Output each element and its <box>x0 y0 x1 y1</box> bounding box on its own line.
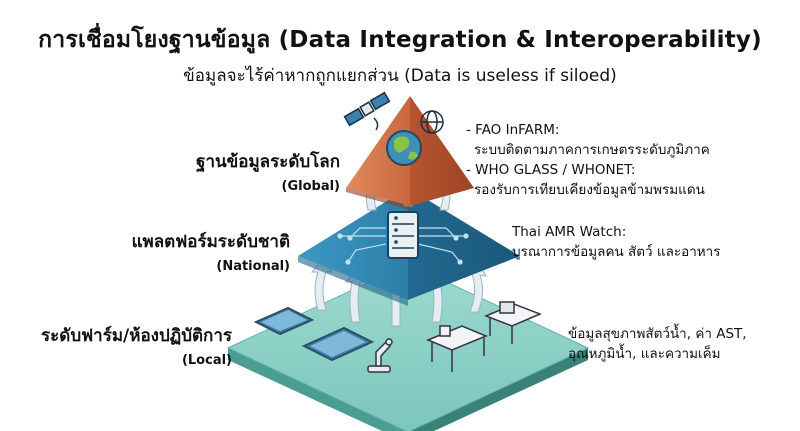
national-label-th: แพลตฟอร์มระดับชาติ <box>131 232 290 252</box>
national-description: Thai AMR Watch: บูรณาการข้อมูลคน สัตว์ แ… <box>512 222 721 262</box>
server-icon <box>387 211 419 259</box>
desk-icon <box>426 301 542 372</box>
wire-globe-icon <box>420 110 444 134</box>
global-desc-line: - WHO GLASS / WHONET: <box>466 162 636 178</box>
global-label-en: (Global) <box>281 179 340 194</box>
middle-tier <box>298 188 520 306</box>
local-label-th: ระดับฟาร์ม/ห้องปฏิบัติการ <box>41 326 232 346</box>
base-tier <box>226 263 590 431</box>
globe-icon <box>386 130 422 166</box>
local-label-en: (Local) <box>181 353 232 368</box>
level-label-local: ระดับฟาร์ม/ห้องปฏิบัติการ (Local) <box>41 322 232 368</box>
top-tier <box>346 96 474 210</box>
local-desc-line: อุณหภูมิน้ำ, และความเค็ม <box>568 346 721 362</box>
local-desc-line: ข้อมูลสุขภาพสัตว์น้ำ, ค่า AST, <box>568 326 747 342</box>
page-subtitle: ข้อมูลจะไร้ค่าหากถูกแยกส่วน (Data is use… <box>183 66 617 86</box>
pond-tank-icon <box>253 306 375 362</box>
page-title: การเชื่อมโยงฐานข้อมูล (Data Integration … <box>38 27 762 53</box>
global-label-th: ฐานข้อมูลระดับโลก <box>196 152 340 172</box>
microscope-icon <box>367 338 393 373</box>
national-label-en: (National) <box>216 259 290 274</box>
level-label-national: แพลตฟอร์มระดับชาติ (National) <box>132 228 290 274</box>
global-description: - FAO InFARM: ระบบติดตามภาคการเกษตรระดับ… <box>466 120 710 200</box>
global-desc-line: - FAO InFARM: <box>466 122 560 138</box>
satellite-icon <box>343 91 391 131</box>
national-desc-line: Thai AMR Watch: <box>512 224 627 240</box>
global-desc-line: รองรับการเทียบเคียงข้อมูลข้ามพรมแดน <box>474 182 705 198</box>
national-desc-line: บูรณาการข้อมูลคน สัตว์ และอาหาร <box>512 244 721 260</box>
level-label-global: ฐานข้อมูลระดับโลก (Global) <box>196 148 340 194</box>
local-description: ข้อมูลสุขภาพสัตว์น้ำ, ค่า AST, อุณหภูมิน… <box>568 324 747 364</box>
global-desc-line: ระบบติดตามภาคการเกษตรระดับภูมิภาค <box>474 142 710 158</box>
